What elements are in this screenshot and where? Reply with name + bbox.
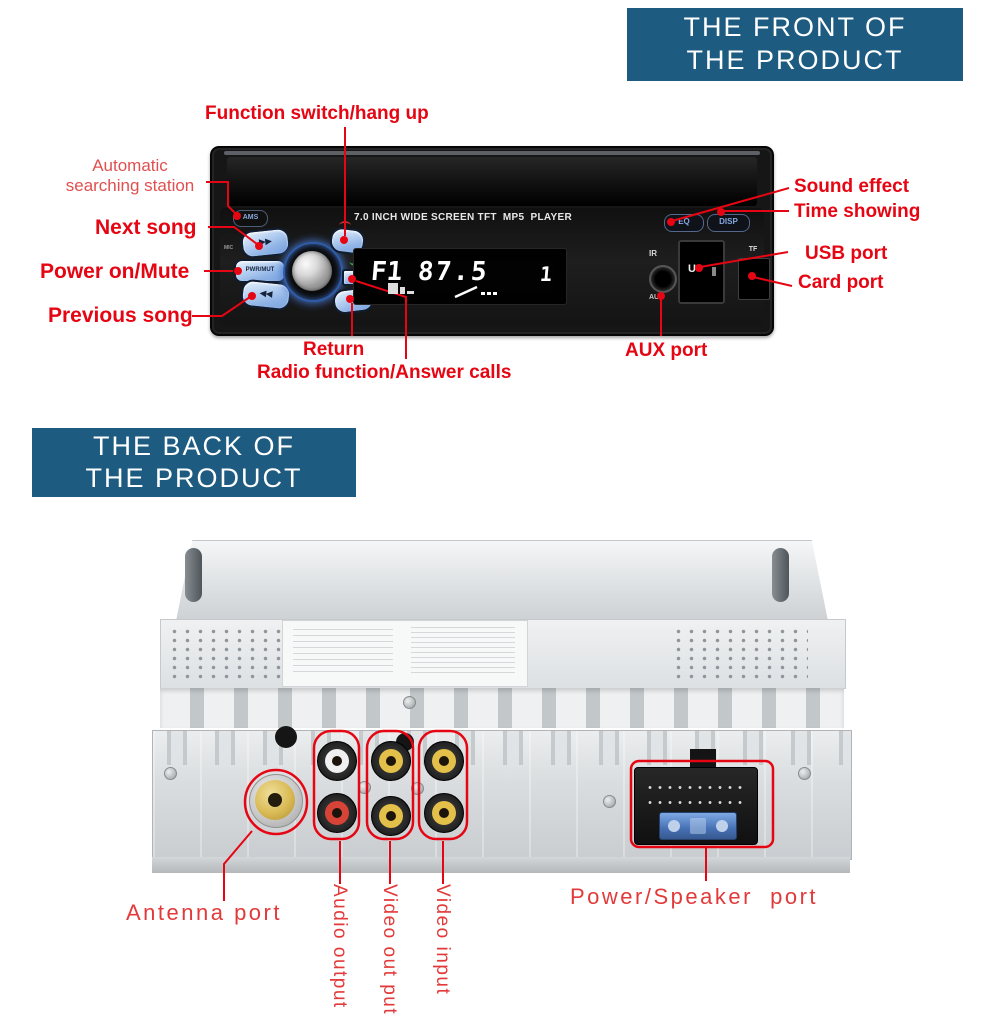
hinge-left — [185, 548, 202, 602]
display-band-value: F1 — [369, 257, 404, 287]
antenna-port-hole — [268, 793, 282, 807]
front-top-edge — [224, 151, 760, 155]
tf-slot-opening — [738, 258, 770, 300]
screw — [358, 781, 371, 794]
rca-hole — [386, 811, 396, 821]
rca-video-in-bottom — [424, 793, 464, 833]
screw — [798, 767, 811, 780]
label-card-port: Card port — [798, 272, 884, 293]
usb-contact — [712, 267, 716, 276]
rca-hole — [439, 756, 449, 766]
label-power-speaker-port: Power/Speaker port — [570, 884, 819, 909]
label-radio-function: Radio function/Answer calls — [257, 362, 512, 383]
usb-port-slot: U — [678, 240, 725, 304]
label-next-song: Next song — [95, 216, 197, 239]
flip-screen-panel — [227, 157, 757, 206]
rca-hole — [332, 808, 342, 818]
fuse — [659, 812, 737, 840]
rib-comb-pattern — [153, 731, 851, 765]
aux-jack — [649, 265, 677, 293]
label-usb-port: USB port — [805, 243, 888, 264]
rca-audio-out-right — [317, 793, 357, 833]
lcd-display: F1 87.5 1 — [353, 248, 567, 305]
eq-button: EQ — [664, 214, 704, 232]
volume-knob — [292, 251, 332, 291]
tf-slot-label: TF — [748, 246, 758, 253]
sticker-text-lines-left — [293, 629, 393, 673]
bottom-edge-strip — [152, 857, 850, 873]
chassis-hole-left — [275, 726, 297, 748]
connector-pins — [645, 780, 747, 810]
hangup-phone-icon — [339, 221, 351, 230]
power-connector-tab — [690, 749, 716, 769]
ir-sensor-label: IR — [649, 249, 657, 258]
top-lid — [176, 540, 828, 621]
front-header-line2: THE PRODUCT — [686, 45, 904, 75]
rca-video-out-bottom — [371, 796, 411, 836]
sticker-text-lines-right — [411, 627, 515, 677]
label-function-switch: Function switch/hang up — [205, 103, 429, 124]
screen-marketing-text: 7.0 INCH WIDE SCREEN TFT MP5 PLAYER — [354, 212, 572, 223]
rca-video-in-top — [424, 741, 464, 781]
screw — [164, 767, 177, 780]
label-return: Return — [303, 339, 365, 360]
label-video-output: Video out put — [379, 884, 400, 1015]
power-speaker-connector — [634, 767, 758, 845]
ams-button: AMS — [233, 210, 268, 227]
usb-port-label: U — [688, 263, 696, 275]
disp-button: DISP — [707, 214, 750, 232]
label-aux-port: AUX port — [625, 340, 708, 361]
rca-video-out-top — [371, 741, 411, 781]
label-auto-search-line1: Automatic — [92, 156, 168, 175]
fuse-window — [690, 818, 706, 834]
tf-card-slot: TF — [735, 244, 771, 304]
stereo-front-panel: 7.0 INCH WIDE SCREEN TFT MP5 PLAYER AMS … — [210, 146, 774, 336]
power-mute-button: PWR/MUT — [234, 259, 286, 283]
back-header-line1: THE BACK OF — [92, 431, 296, 461]
aux-jack-label: AUX — [649, 294, 664, 301]
spec-sticker — [282, 620, 528, 687]
label-antenna-port: Antenna port — [126, 900, 282, 925]
display-frequency-value: 87.5 — [416, 257, 490, 287]
label-video-input: Video input — [432, 884, 453, 996]
rca-hole — [439, 808, 449, 818]
rca-hole — [386, 756, 396, 766]
label-previous-song: Previous song — [48, 304, 193, 327]
rca-hole — [332, 756, 342, 766]
screw — [603, 795, 616, 808]
back-header-line2: THE PRODUCT — [85, 463, 303, 493]
previous-icon: ◀◀ — [259, 288, 273, 299]
back-section-header: THE BACK OF THE PRODUCT — [32, 428, 356, 497]
screw — [403, 696, 416, 709]
screw — [411, 782, 424, 795]
label-time-showing: Time showing — [794, 201, 921, 222]
vent-slot-row — [160, 688, 844, 728]
fuse-terminal-right — [716, 820, 728, 832]
stereo-back-panel — [152, 535, 852, 878]
label-audio-output: Audio output — [329, 884, 350, 1009]
vent-perforation-right — [672, 627, 808, 679]
rca-audio-out-left — [317, 741, 357, 781]
label-sound-effect: Sound effect — [794, 176, 910, 197]
front-section-header: THE FRONT OF THE PRODUCT — [627, 8, 963, 81]
hinge-right — [772, 548, 789, 602]
next-icon: ▶▶ — [258, 236, 272, 247]
label-power-mute: Power on/Mute — [40, 260, 190, 283]
label-auto-search-line2: searching station — [65, 176, 195, 195]
front-header-line1: THE FRONT OF — [683, 12, 907, 42]
vent-perforation-left — [168, 627, 284, 679]
display-channel-value: 1 — [538, 262, 554, 286]
label-auto-search: Automatic searching station — [52, 156, 208, 196]
mic-label: MIC — [224, 245, 234, 251]
fuse-terminal-left — [668, 820, 680, 832]
